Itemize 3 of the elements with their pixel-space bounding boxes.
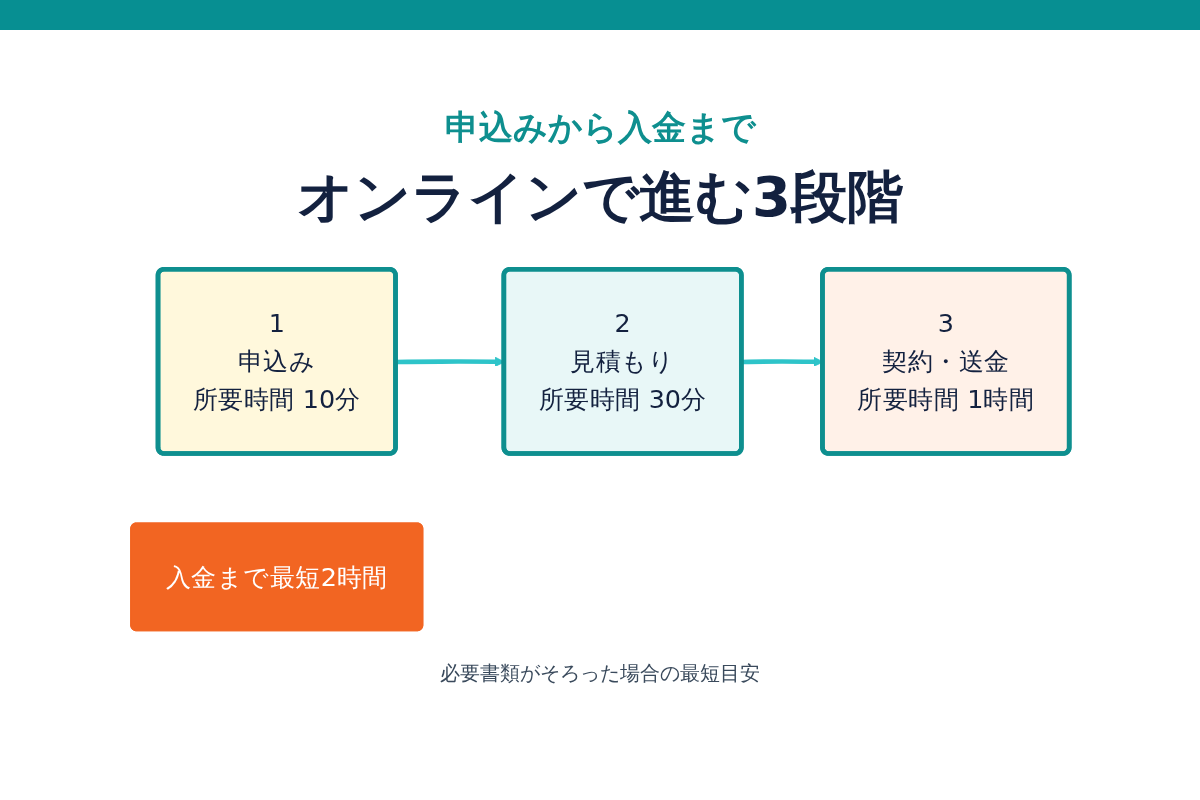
- subtitle: 申込みから入金まで: [444, 107, 756, 147]
- note: 必要書類がそろった場合の最短目安: [440, 660, 760, 687]
- title: オンラインで進む3段階: [297, 164, 903, 229]
